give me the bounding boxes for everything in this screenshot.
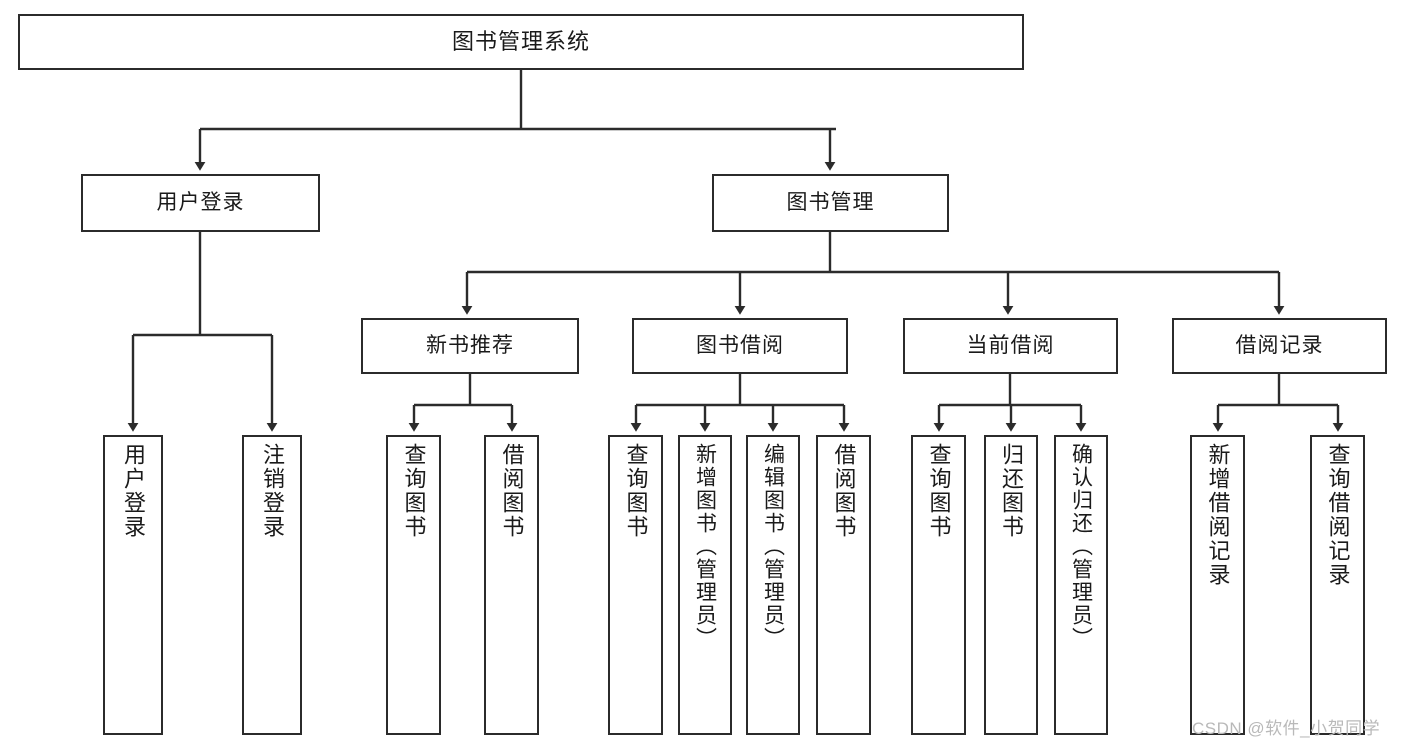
leaf-query-book-current[interactable]: 查询图书 bbox=[911, 435, 966, 735]
leaf-query-book-current-label: 查询图书 bbox=[926, 443, 952, 539]
leaf-add-book-label: 新增图书（管理员） bbox=[693, 443, 717, 650]
node-user-login-label: 用户登录 bbox=[156, 191, 245, 215]
leaf-add-book[interactable]: 新增图书（管理员） bbox=[678, 435, 732, 735]
leaf-add-borrow-record-label: 新增借阅记录 bbox=[1205, 443, 1231, 587]
node-new-book-recommend[interactable]: 新书推荐 bbox=[361, 318, 579, 374]
leaf-borrow-book[interactable]: 借阅图书 bbox=[816, 435, 871, 735]
leaf-confirm-return[interactable]: 确认归还（管理员） bbox=[1054, 435, 1108, 735]
leaf-edit-book[interactable]: 编辑图书（管理员） bbox=[746, 435, 800, 735]
node-book-borrow-label: 图书借阅 bbox=[696, 334, 784, 358]
leaf-user-logout-label: 注销登录 bbox=[260, 443, 285, 539]
leaf-borrow-book-recommend-label: 借阅图书 bbox=[499, 443, 525, 539]
leaf-query-borrow-record-label: 查询借阅记录 bbox=[1325, 443, 1351, 587]
csdn-watermark: CSDN @软件_小贺同学 bbox=[1192, 719, 1381, 738]
node-root-label: 图书管理系统 bbox=[451, 28, 590, 54]
leaf-confirm-return-label: 确认归还（管理员） bbox=[1069, 443, 1093, 650]
leaf-query-borrow-record[interactable]: 查询借阅记录 bbox=[1310, 435, 1365, 735]
node-current-borrow-label: 当前借阅 bbox=[966, 334, 1055, 358]
node-borrow-record-label: 借阅记录 bbox=[1235, 334, 1324, 358]
node-root[interactable]: 图书管理系统 bbox=[18, 14, 1024, 70]
node-book-borrow[interactable]: 图书借阅 bbox=[632, 318, 848, 374]
leaf-query-book-borrow[interactable]: 查询图书 bbox=[608, 435, 663, 735]
node-new-book-recommend-label: 新书推荐 bbox=[426, 334, 514, 358]
leaf-query-book-recommend[interactable]: 查询图书 bbox=[386, 435, 441, 735]
node-book-management[interactable]: 图书管理 bbox=[712, 174, 949, 232]
leaf-add-borrow-record[interactable]: 新增借阅记录 bbox=[1190, 435, 1245, 735]
leaf-user-login-label: 用户登录 bbox=[121, 443, 146, 539]
leaf-edit-book-label: 编辑图书（管理员） bbox=[761, 443, 785, 650]
leaf-user-login[interactable]: 用户登录 bbox=[103, 435, 163, 735]
leaf-query-book-borrow-label: 查询图书 bbox=[623, 443, 649, 539]
node-borrow-record[interactable]: 借阅记录 bbox=[1172, 318, 1387, 374]
leaf-return-book-label: 归还图书 bbox=[999, 443, 1024, 539]
leaf-user-logout[interactable]: 注销登录 bbox=[242, 435, 302, 735]
node-current-borrow[interactable]: 当前借阅 bbox=[903, 318, 1118, 374]
leaf-query-book-recommend-label: 查询图书 bbox=[401, 443, 427, 539]
node-book-management-label: 图书管理 bbox=[786, 191, 875, 215]
leaf-borrow-book-label: 借阅图书 bbox=[831, 443, 857, 539]
leaf-return-book[interactable]: 归还图书 bbox=[984, 435, 1038, 735]
node-user-login[interactable]: 用户登录 bbox=[81, 174, 320, 232]
leaf-borrow-book-recommend[interactable]: 借阅图书 bbox=[484, 435, 539, 735]
